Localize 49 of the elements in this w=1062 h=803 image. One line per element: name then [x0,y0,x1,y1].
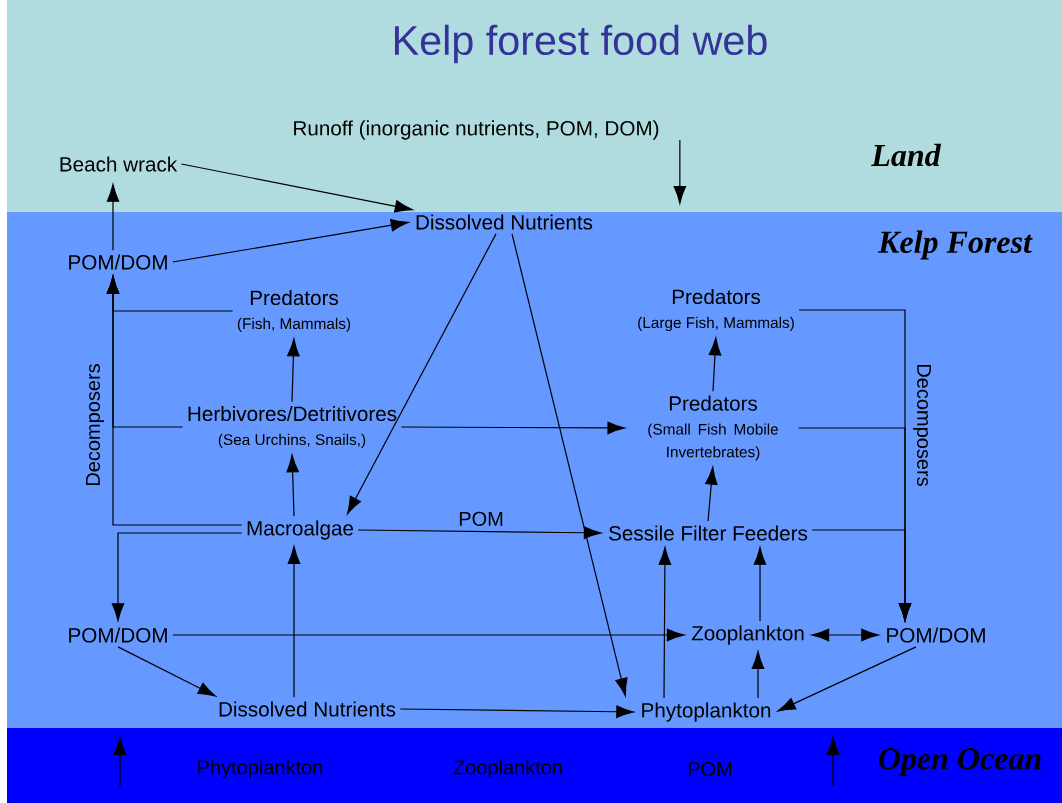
arrow [172,628,685,642]
zone-label: Land [871,143,942,167]
arrow [399,705,635,719]
food-web-label: Zooplankton [691,625,804,645]
arrow [106,184,120,251]
food-web-label: Predators (Fish, Mammals) [237,289,351,333]
arrow [753,547,767,622]
food-web-label: Predators (Small Fish Mobile Invertebrates) [648,395,778,461]
arrow [751,651,765,699]
food-web-label: POM/DOM [69,254,167,270]
food-web-label: POM/DOM [69,627,167,643]
arrow [106,276,243,526]
arrow [287,546,301,698]
arrow [357,526,602,540]
food-web-label: Phytoplankton [642,702,771,722]
process-label: Decomposers [86,364,104,486]
inflow-label: POM [688,761,732,777]
arrow [400,421,626,435]
arrow [180,163,413,213]
arrow [811,628,880,642]
inflow-label: Zooplankton [453,759,562,779]
arrow [777,646,917,712]
arrow [708,337,722,392]
arrow [705,466,718,522]
arrow [658,547,672,699]
process-label: Decomposers [913,364,931,486]
edge-label: POM [456,510,506,528]
arrow [287,338,300,403]
title: Kelp forest food web [395,24,767,64]
arrow [117,646,216,697]
arrow [673,139,687,204]
food-web-label: Runoff (inorganic nutrients, POM, DOM) [294,120,659,140]
food-web-label: Predators (Large Fish, Mammals) [638,288,794,332]
food-web-label: Herbivores/Detritivores (Sea Urchins, Snails,) [188,405,397,449]
food-web-label: Dissolved Nutrients [219,701,396,717]
zone-label: Open Ocean [878,748,1041,776]
food-web-label: Dissolved Nutrients [416,214,593,230]
arrow [811,529,912,621]
arrow [172,219,409,263]
arrow [346,233,497,515]
food-web-label: POM/DOM [887,627,985,643]
food-web-label: Macroalgae [247,520,354,540]
inflow-label: Phytoplankton [198,759,323,779]
food-web-label: Sessile Filter Feeders [609,525,808,541]
arrow [111,532,243,621]
arrow [286,454,299,517]
zone-label: Kelp Forest [877,230,1033,260]
food-web-label: Beach wrack [60,156,178,172]
arrow [511,233,628,697]
